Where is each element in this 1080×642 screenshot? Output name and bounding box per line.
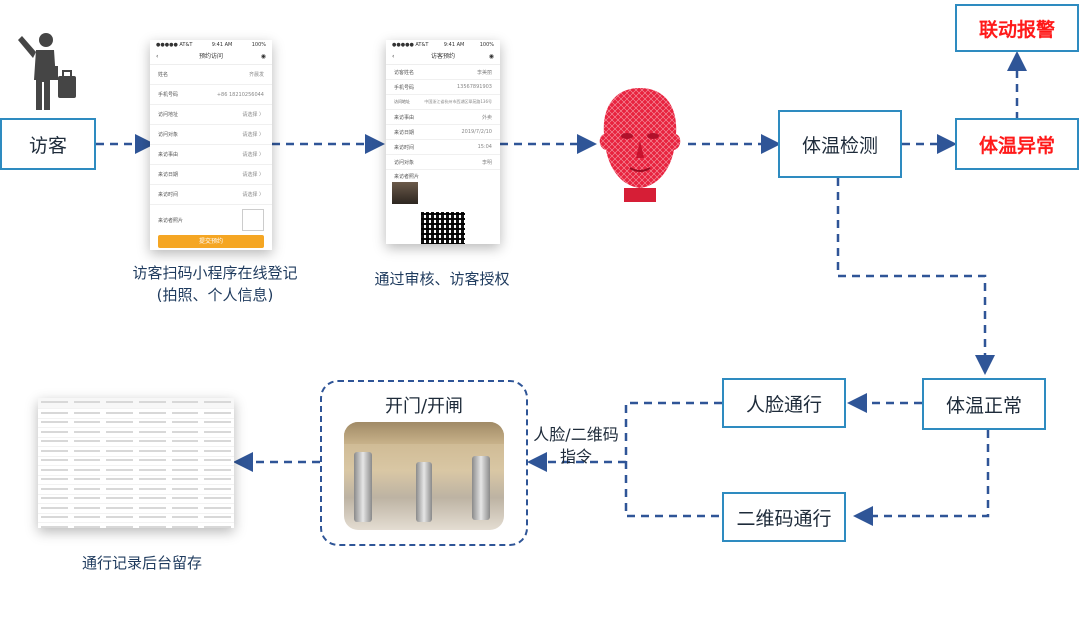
traveler-with-luggage-icon <box>18 33 76 110</box>
command-caption: 人脸/二维码 指令 <box>533 425 619 466</box>
gate-title: 开门/开闸 <box>384 396 464 417</box>
form-title: 预约访问 <box>198 53 223 60</box>
face-mesh-icon <box>599 88 681 202</box>
temperature-normal-node: 体温正常 <box>922 378 1046 430</box>
photo-placeholder-icon <box>242 209 264 231</box>
submit-button[interactable]: 提交预约 <box>158 235 264 248</box>
approval-title: 访客预约 <box>430 53 455 60</box>
arrow-pass-to-gate <box>624 401 722 518</box>
qr-code-icon <box>421 212 465 244</box>
visitor-node: 访客 <box>0 118 96 170</box>
records-table-screenshot <box>38 398 234 528</box>
turnstile-photo <box>344 422 504 530</box>
gate-card <box>320 380 528 546</box>
visitor-photo <box>392 182 418 204</box>
qr-pass-node: 二维码通行 <box>722 492 846 542</box>
register-caption: 访客扫码小程序在线登记 (拍照、个人信息) <box>132 264 298 304</box>
face-pass-node: 人脸通行 <box>722 378 846 428</box>
temperature-check-node: 体温检测 <box>778 110 902 178</box>
arrow-normal-to-qr-pass <box>853 430 990 526</box>
linked-alarm-node: 联动报警 <box>955 4 1079 52</box>
temperature-abnormal-node: 体温异常 <box>955 118 1079 170</box>
records-caption: 通行记录后台留存 <box>81 554 202 572</box>
arrow-check-to-normal <box>836 178 995 375</box>
approve-caption: 通过审核、访客授权 <box>374 270 510 288</box>
